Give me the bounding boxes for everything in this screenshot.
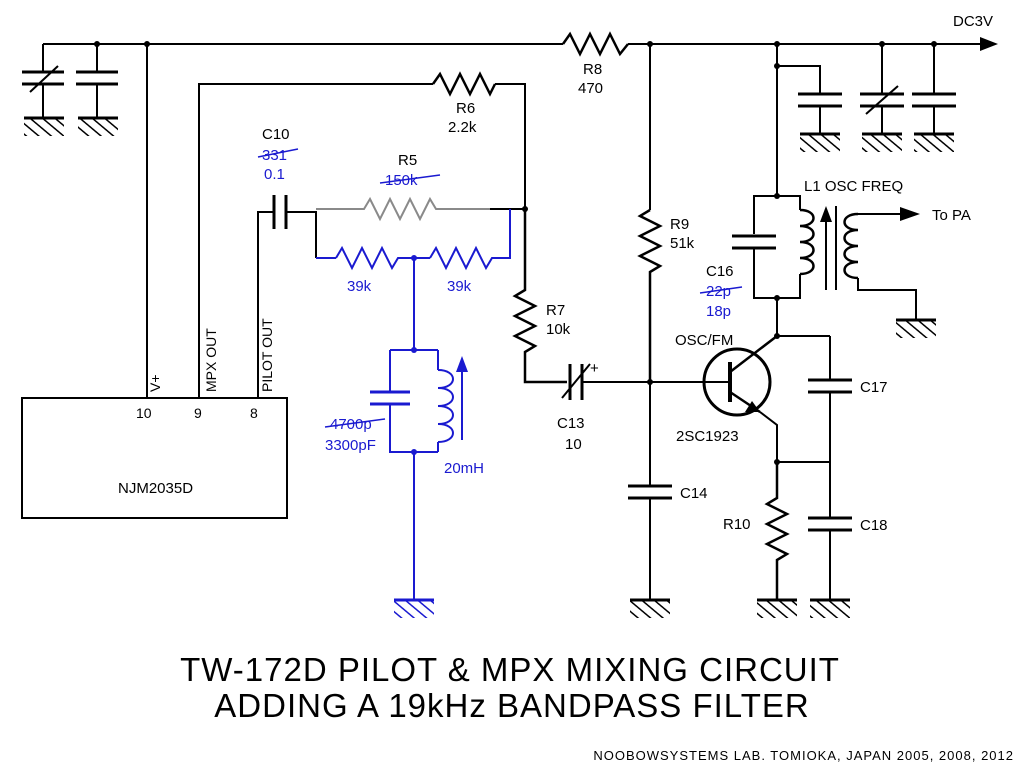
bpf-ground	[394, 598, 434, 618]
r10-c18-grounds	[757, 598, 850, 618]
dc3v-label: DC3V	[953, 13, 993, 30]
to-pa-arrow	[900, 207, 920, 221]
r6-ref: R6	[456, 100, 475, 117]
r5-ref: R5	[398, 152, 417, 169]
decoupling-grounds-right	[800, 132, 954, 152]
pin-10-label: V+	[147, 374, 163, 392]
q1-part: 2SC1923	[676, 428, 739, 445]
bpf-cap-new-value: 3300pF	[325, 437, 376, 454]
power-rail	[42, 37, 998, 398]
bpf-ind-value: 20mH	[444, 460, 484, 477]
c10-ref: C10	[262, 126, 290, 143]
l1-ref: L1 OSC FREQ	[804, 178, 903, 195]
pilot-out-wire	[257, 195, 317, 398]
decoupling-capacitors-left	[22, 65, 118, 118]
caption-line-1: TW-172D PILOT & MPX MIXING CIRCUIT	[180, 651, 840, 688]
r9-value: 51k	[670, 235, 695, 252]
q1-role: OSC/FM	[675, 332, 733, 349]
c13-ref: C13	[557, 415, 585, 432]
c10-old-value: 331	[262, 147, 287, 164]
c17-ref: C17	[860, 379, 888, 396]
mpx-out-wire	[198, 83, 526, 398]
pin-9-num: 9	[194, 405, 202, 421]
pin-10-num: 10	[136, 405, 152, 421]
bpf-cap-strike	[324, 418, 386, 428]
caption-line-2: ADDING A 19kHz BANDPASS FILTER	[214, 687, 809, 724]
r9-ref: R9	[670, 216, 689, 233]
pin-8-num: 8	[250, 405, 258, 421]
bpf-inductor-arrow	[456, 356, 468, 372]
r-left-value: 39k	[347, 278, 372, 295]
c13-polarity: +	[590, 360, 599, 377]
c17-c18-r10	[764, 378, 852, 600]
decoupling-capacitors-right	[777, 65, 956, 134]
bandpass-t-network	[316, 209, 511, 600]
r-right-value: 39k	[447, 278, 472, 295]
pin-9-label: MPX OUT	[203, 328, 219, 392]
to-pa-label: To PA	[932, 207, 971, 224]
c10-capacitor-label: C10 331 0.1	[257, 126, 299, 183]
r7-resistor: R7 10k	[512, 209, 571, 384]
ground-symbols	[24, 116, 118, 136]
c14-ref: C14	[680, 485, 708, 502]
c14-capacitor: C14	[628, 382, 708, 600]
l1-adjust-arrow	[820, 206, 832, 222]
r7-ref: R7	[546, 302, 565, 319]
r7-value: 10k	[546, 321, 571, 338]
c16-ref: C16	[706, 263, 734, 280]
njm2035d-ic: NJM2035D 10 9 8 V+ MPX OUT PILOT OUT	[21, 318, 288, 519]
c16-strike	[699, 286, 743, 294]
r6-resistor: R6 2.2k	[431, 71, 497, 136]
c10-new-value: 0.1	[264, 166, 285, 183]
r8-ref: R8	[583, 61, 602, 78]
c13-capacitor: + C13 10	[557, 360, 720, 453]
q1-emitter-arrow	[745, 401, 760, 412]
c16-old-value: 22p	[706, 283, 731, 300]
r9-resistor: R9 51k	[637, 208, 695, 382]
c13-value: 10	[565, 436, 582, 453]
footer-credit: NOOBOWSYSTEMS LAB. TOMIOKA, JAPAN 2005, …	[593, 748, 1014, 763]
r5-resistor-removed: R5 150k	[316, 152, 525, 222]
c16-new-value: 18p	[706, 303, 731, 320]
pin-8-label: PILOT OUT	[259, 318, 275, 392]
r8-value: 470	[578, 80, 603, 97]
l1-secondary-ground	[896, 318, 936, 338]
r10-ref: R10	[723, 516, 751, 533]
r6-value: 2.2k	[448, 119, 477, 136]
r8-resistor: R8 470	[561, 31, 629, 97]
l1-c16-tank	[732, 195, 917, 336]
c18-ref: C18	[860, 517, 888, 534]
ic-name: NJM2035D	[118, 480, 193, 497]
c14-ground	[630, 598, 670, 618]
bpf-cap-old-value: 4700p	[330, 416, 372, 433]
